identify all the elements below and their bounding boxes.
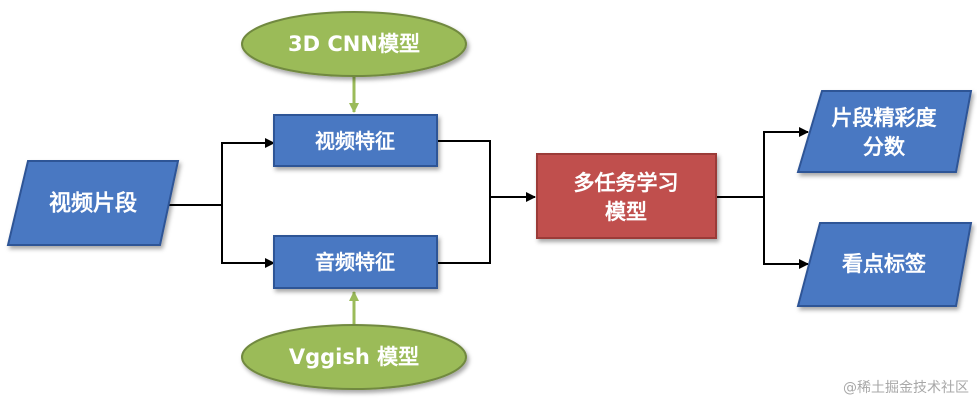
tags-label: 看点标签 — [842, 252, 927, 276]
audio-feature-label: 音频特征 — [315, 250, 395, 274]
video-clip-label: 视频片段 — [49, 191, 137, 217]
highlight-score-shape — [796, 90, 973, 173]
connectors — [168, 127, 809, 269]
multitask-label-line1: 多任务学习 — [574, 171, 679, 195]
watermark: @稀土掘金技术社区 — [843, 380, 969, 396]
multitask-model-shape — [536, 153, 717, 239]
node-multitask-model: 多任务学习 模型 — [536, 153, 717, 239]
vggish-model-label: Vggish 模型 — [289, 345, 419, 369]
node-video-feature: 视频特征 — [273, 114, 438, 167]
node-video-clip: 视频片段 — [6, 160, 180, 246]
node-vggish-model: Vggish 模型 — [241, 324, 467, 390]
video-feature-label: 视频特征 — [315, 129, 395, 153]
highlight-label-line2: 分数 — [863, 135, 906, 159]
connector-model-to-highlight — [763, 127, 809, 197]
connector-clip-to-audio-feature — [221, 205, 275, 268]
vggish-model-shape — [241, 324, 467, 390]
highlight-label-line1: 片段精彩度 — [832, 106, 937, 130]
node-audio-feature: 音频特征 — [273, 235, 438, 289]
3dcnn-model-label: 3D CNN模型 — [288, 32, 420, 56]
video-feature-shape — [273, 114, 438, 167]
node-tags: 看点标签 — [796, 222, 973, 307]
connector-audio-feature-to-model — [437, 197, 491, 264]
tags-shape — [796, 222, 973, 307]
video-clip-shape — [6, 160, 180, 246]
audio-feature-shape — [273, 235, 438, 289]
connector-video-feature-to-model — [437, 140, 491, 197]
node-3dcnn-model: 3D CNN模型 — [241, 11, 467, 77]
3dcnn-model-shape — [241, 11, 467, 77]
connector-clip-to-video-feature — [221, 138, 275, 205]
node-highlight-score: 片段精彩度 分数 — [796, 90, 973, 173]
multitask-label-line2: 模型 — [605, 200, 647, 224]
connector-model-to-tags — [763, 197, 809, 269]
